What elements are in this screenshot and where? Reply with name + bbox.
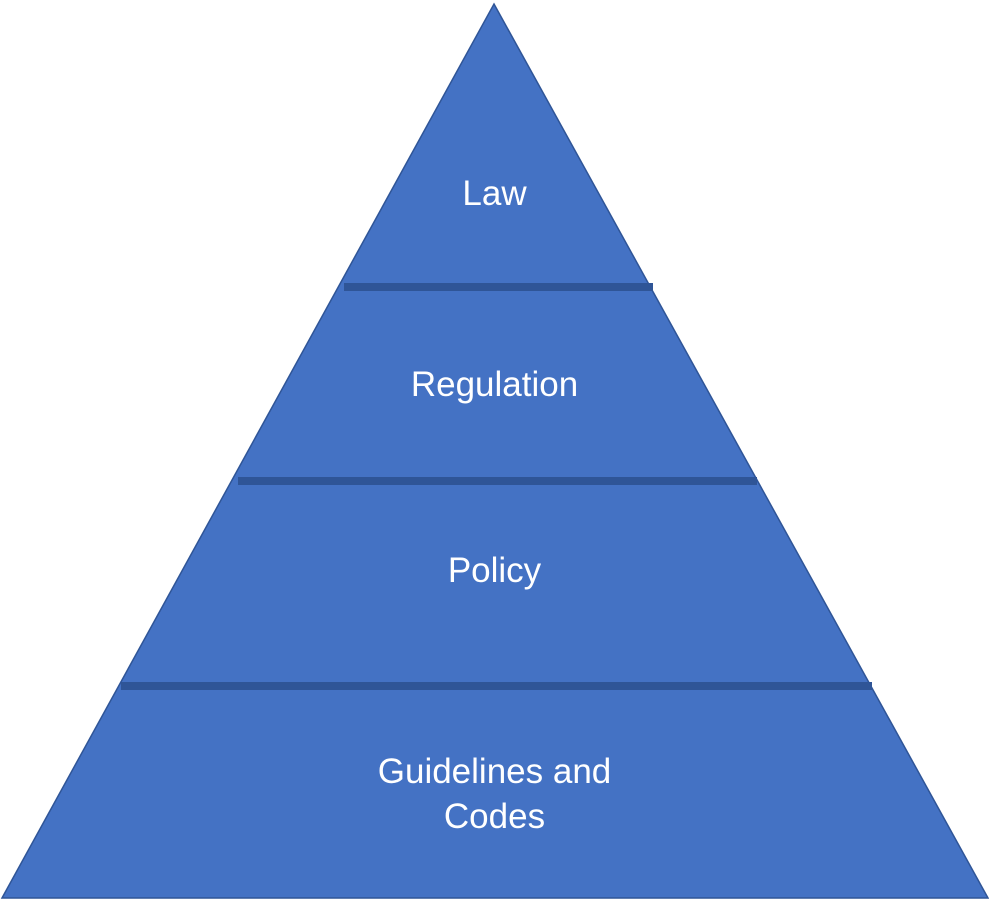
divider-regulation-policy	[238, 477, 757, 485]
tier-law: Law	[462, 174, 527, 213]
divider-policy-guidelines	[121, 682, 872, 690]
tier-guidelines-and-codes: Guidelines and Codes	[377, 752, 612, 836]
tier-policy: Policy	[447, 551, 542, 590]
divider-law-regulation	[344, 283, 653, 291]
tier-regulation: Regulation	[410, 365, 579, 404]
